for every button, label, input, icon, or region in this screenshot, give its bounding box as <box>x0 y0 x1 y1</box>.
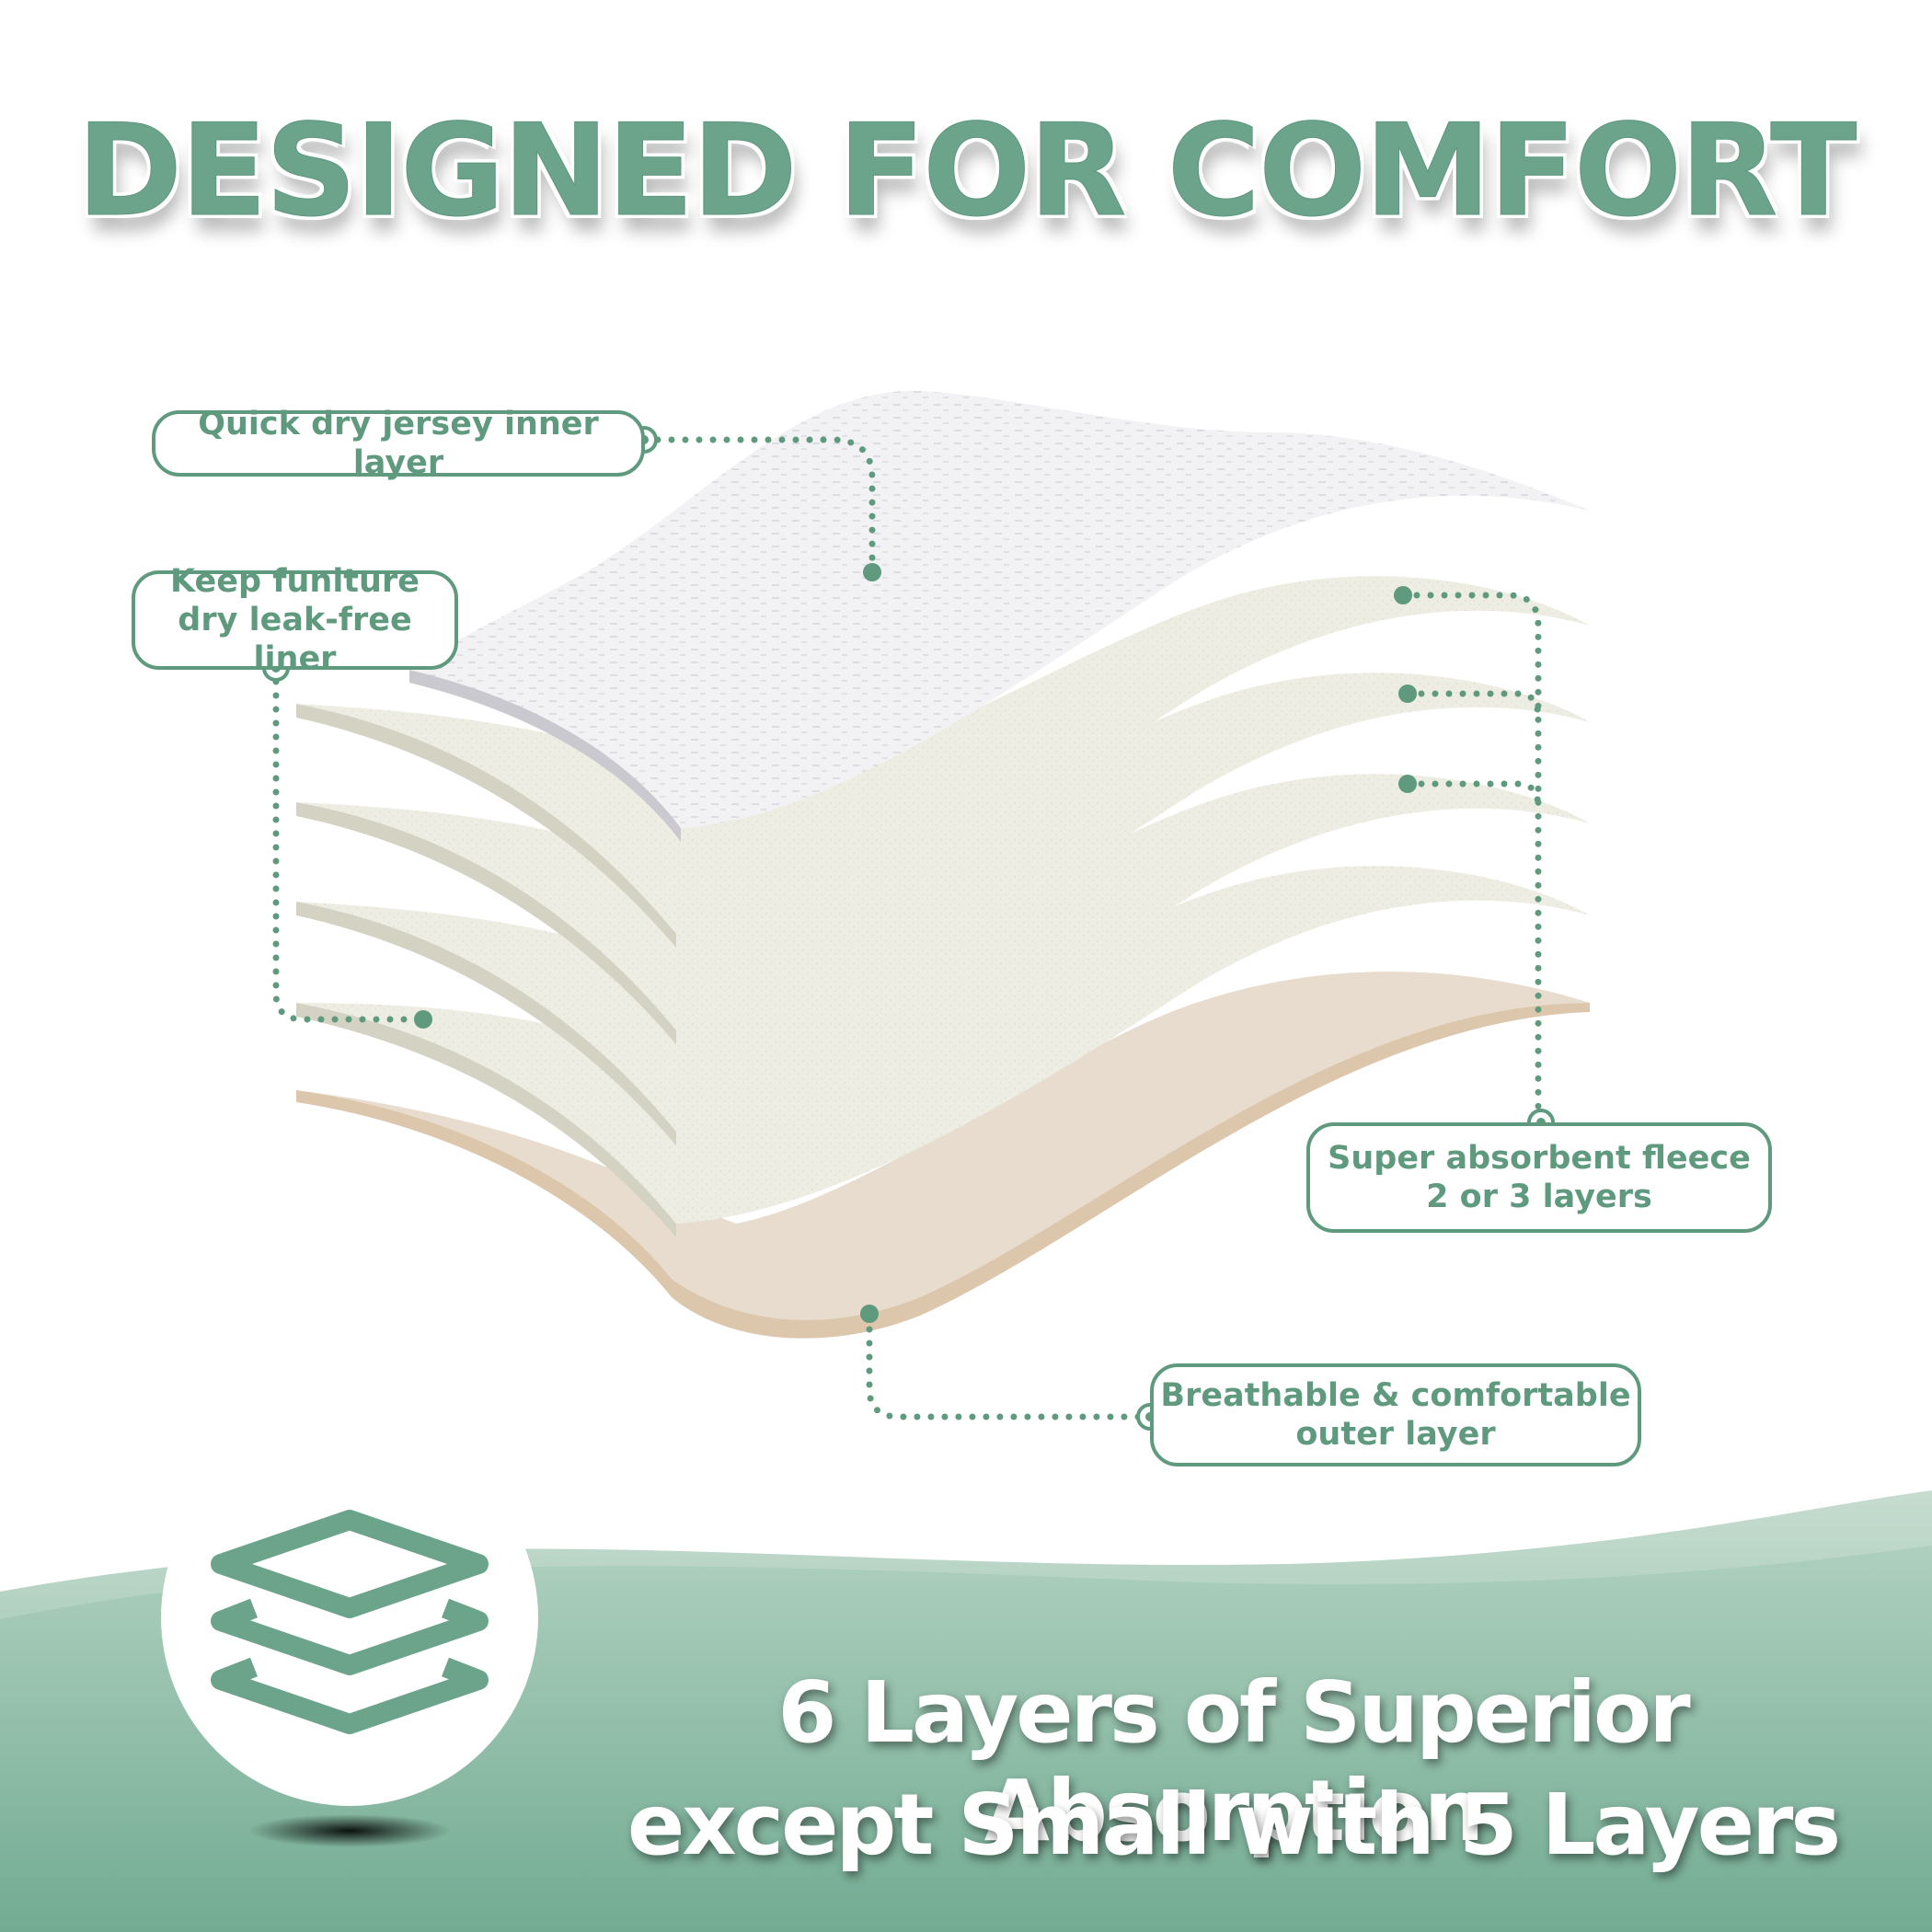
callout-fleece-line2: 2 or 3 layers <box>1426 1179 1652 1215</box>
callout-leak-free-liner: Keep funiture dry leak-free liner <box>132 563 458 677</box>
callout-inner-layer-text: Quick dry jersey inner layer <box>198 406 599 481</box>
fleece-layer-3 <box>296 774 1590 1145</box>
headline-title: DESIGNED FOR COMFORT <box>76 97 1857 246</box>
callout-inner-layer: Quick dry jersey inner layer <box>152 406 645 481</box>
callout-liner-line1: Keep funiture <box>170 563 420 600</box>
fleece-layer-4 <box>296 866 1590 1237</box>
fleece-layer-1 <box>296 576 1590 948</box>
footer-line-1: 6 Layers of Superior Absorption <box>777 1663 1690 1860</box>
callout-outer-line2: outer layer <box>1295 1416 1496 1453</box>
outer-layer <box>296 972 1590 1339</box>
leader-dots <box>414 563 1417 1323</box>
stacked-layers-icon <box>211 1510 489 1734</box>
callout-liner-line2: dry leak-free liner <box>178 602 412 677</box>
leader-lines <box>272 436 1542 1420</box>
callout-fleece-line1: Super absorbent fleece <box>1328 1140 1751 1177</box>
inner-jersey-layer <box>409 390 1590 842</box>
icon-shadow <box>248 1814 451 1847</box>
fleece-layer-2 <box>296 673 1590 1044</box>
callout-fleece: Super absorbent fleece 2 or 3 layers <box>1306 1122 1772 1233</box>
callout-outer-line1: Breathable & comfortable <box>1160 1377 1631 1414</box>
callout-outer-layer: Breathable & comfortable outer layer <box>1150 1363 1641 1466</box>
footer-line-2: except Small with 5 Layers <box>627 1776 1841 1874</box>
